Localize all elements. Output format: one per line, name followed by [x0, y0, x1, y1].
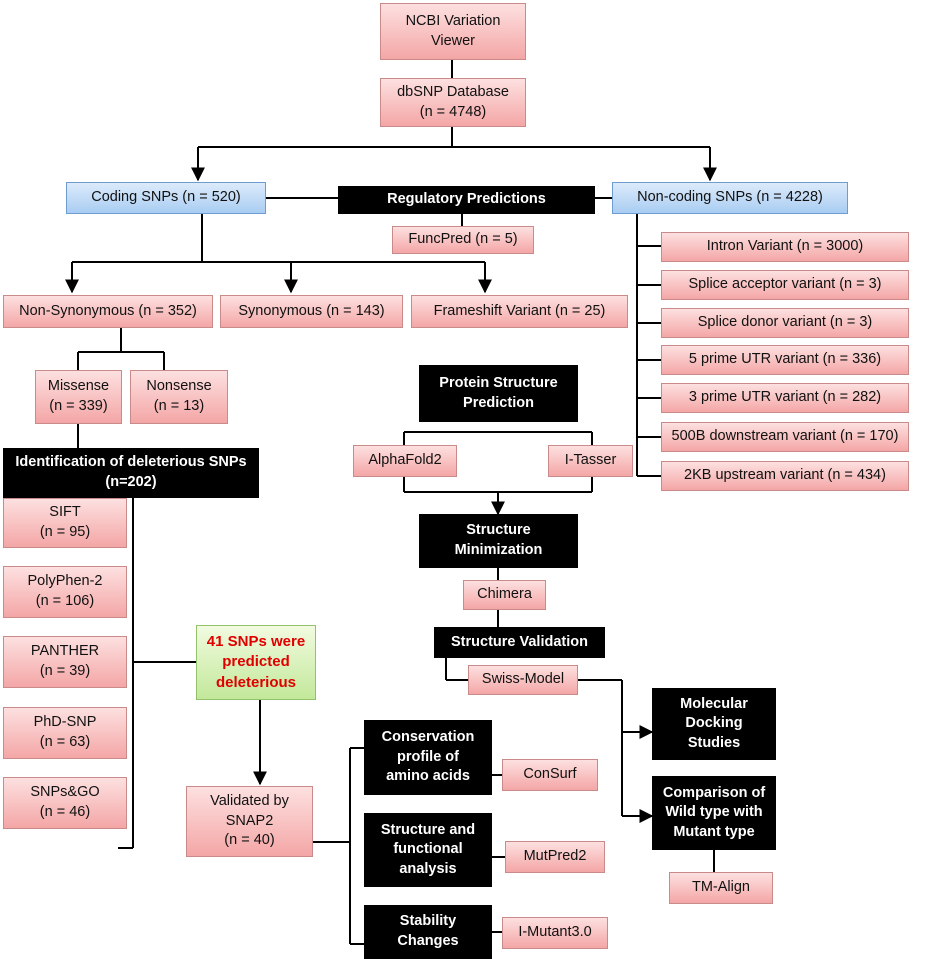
frameshift-variant-box: Frameshift Variant (n = 25) [411, 295, 628, 328]
utr5-variant-box: 5 prime UTR variant (n = 336) [661, 345, 909, 375]
tm-align-box: TM-Align [669, 872, 773, 904]
sift-box: SIFT (n = 95) [3, 498, 127, 548]
splice-acceptor-variant-box: Splice acceptor variant (n = 3) [661, 270, 909, 300]
validated-snap2-box: Validated by SNAP2 (n = 40) [186, 786, 313, 857]
coding-snps-box: Coding SNPs (n = 520) [66, 182, 266, 214]
regulatory-predictions-box: Regulatory Predictions [338, 186, 595, 214]
structure-minimization-box: Structure Minimization [419, 514, 578, 568]
chimera-box: Chimera [463, 580, 546, 610]
conservation-profile-box: Conservation profile of amino acids [364, 720, 492, 795]
upstream-variant-box: 2KB upstream variant (n = 434) [661, 461, 909, 491]
alphafold2-box: AlphaFold2 [353, 445, 457, 477]
predicted-deleterious-box: 41 SNPs were predicted deleterious [196, 625, 316, 700]
identification-deleterious-box: Identification of deleterious SNPs (n=20… [3, 448, 259, 498]
non-synonymous-box: Non-Synonymous (n = 352) [3, 295, 213, 328]
downstream-variant-box: 500B downstream variant (n = 170) [661, 422, 909, 452]
panther-box: PANTHER (n = 39) [3, 636, 127, 688]
funcpred-box: FuncPred (n = 5) [392, 226, 534, 254]
phd-snp-box: PhD-SNP (n = 63) [3, 707, 127, 759]
intron-variant-box: Intron Variant (n = 3000) [661, 232, 909, 262]
i-mutant3-box: I-Mutant3.0 [502, 917, 608, 949]
dbsnp-database-box: dbSNP Database (n = 4748) [380, 78, 526, 127]
synonymous-box: Synonymous (n = 143) [220, 295, 403, 328]
splice-donor-variant-box: Splice donor variant (n = 3) [661, 308, 909, 338]
utr3-variant-box: 3 prime UTR variant (n = 282) [661, 383, 909, 413]
swiss-model-box: Swiss-Model [468, 665, 578, 695]
structure-functional-analysis-box: Structure and functional analysis [364, 813, 492, 887]
structure-validation-box: Structure Validation [434, 627, 605, 658]
ncbi-variation-viewer-box: NCBI Variation Viewer [380, 3, 526, 60]
missense-box: Missense (n = 339) [35, 370, 122, 424]
mutpred2-box: MutPred2 [505, 841, 605, 873]
stability-changes-box: Stability Changes [364, 905, 492, 959]
i-tasser-box: I-Tasser [548, 445, 633, 477]
nonsense-box: Nonsense (n = 13) [130, 370, 228, 424]
polyphen2-box: PolyPhen-2 (n = 106) [3, 566, 127, 618]
snps-go-box: SNPs&GO (n = 46) [3, 777, 127, 829]
comparison-wild-mutant-box: Comparison of Wild type with Mutant type [652, 776, 776, 850]
consurf-box: ConSurf [502, 759, 598, 791]
noncoding-snps-box: Non-coding SNPs (n = 4228) [612, 182, 848, 214]
protein-structure-prediction-box: Protein Structure Prediction [419, 365, 578, 422]
molecular-docking-box: Molecular Docking Studies [652, 688, 776, 760]
